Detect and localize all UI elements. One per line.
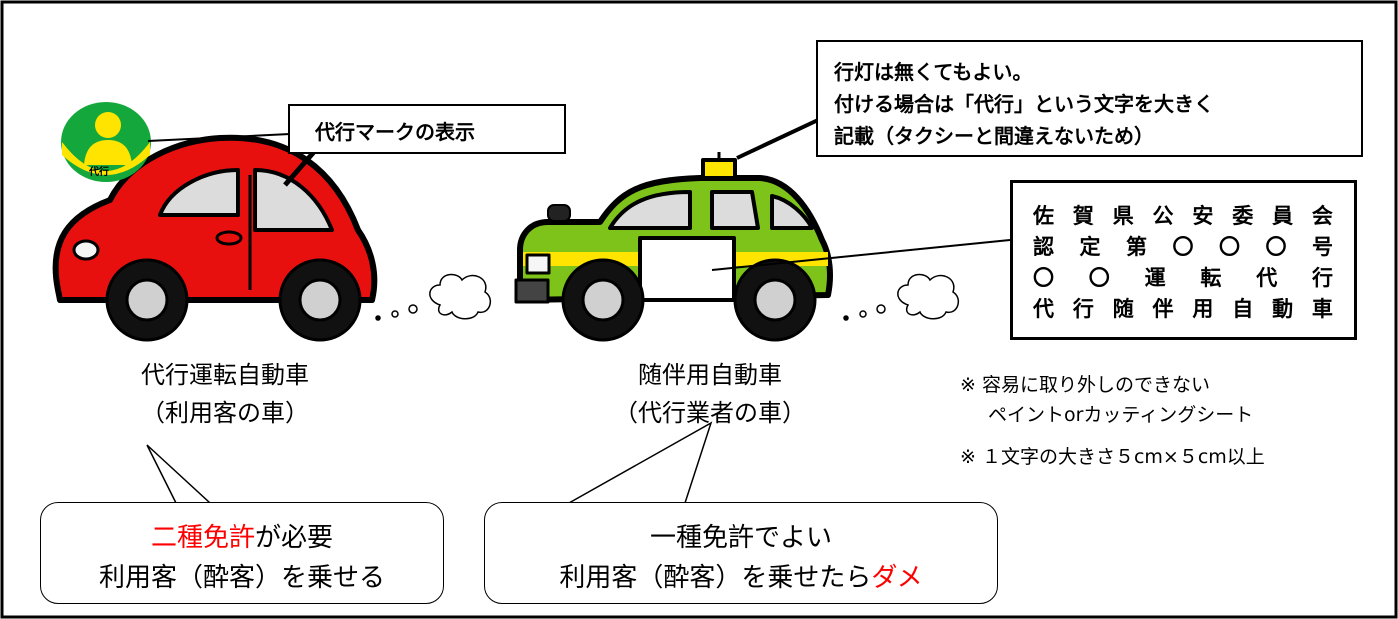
plate-char: 転: [1200, 266, 1222, 290]
note-2: ※ １文字の大きさ５cm×５cm以上: [960, 446, 1265, 468]
plate-char: 随: [1112, 297, 1134, 321]
plate-char: 代: [1033, 297, 1054, 321]
plate-char: 運: [1144, 266, 1166, 290]
bubble-left: 二種免許が必要 利用客（酔客）を乗せる: [40, 502, 444, 604]
mark-callout-box: 代行マークの表示: [288, 104, 566, 154]
bubble-right-tail: [566, 421, 713, 504]
plate-char: 行: [1072, 297, 1094, 321]
green-car: [514, 152, 833, 342]
plate-char: 委: [1232, 204, 1254, 228]
andon-connector: [736, 118, 819, 160]
andon-line-1: 行灯は無くてもよい。: [834, 60, 1033, 84]
bubble-right-plain-text: 利用客（酔客）を乗せたら: [559, 563, 872, 593]
plate-char: 定: [1079, 235, 1101, 259]
exhaust-dots-right: [843, 304, 886, 321]
plate-char: 佐: [1033, 204, 1054, 228]
plate-char: 代: [1256, 266, 1278, 290]
bubble-right-line-1: 一種免許でよい: [649, 523, 832, 553]
note-1-line-1: ※ 容易に取り外しのできない: [960, 374, 1210, 396]
plate-char: 〇: [1033, 266, 1054, 290]
plate-char: 県: [1112, 204, 1134, 228]
exhaust-cloud-right-icon: [897, 273, 960, 320]
plate-char: 〇: [1219, 235, 1240, 259]
plate-row-2: 認 定 第 〇 〇 〇 号: [1033, 232, 1333, 263]
exhaust-cloud-left-icon: [429, 273, 492, 320]
daiko-mark-icon: [61, 102, 151, 182]
andon-line-3: 記載（タクシーと間違えないため）: [834, 124, 1154, 148]
red-car-name: 代行運転自動車: [141, 361, 309, 389]
mark-connector: [147, 133, 291, 142]
bubble-left-red-text: 二種免許: [150, 523, 255, 553]
plate-connector: [711, 239, 1011, 271]
green-car-name: 随伴用自動車: [638, 361, 782, 389]
plate-char: 車: [1311, 297, 1333, 321]
daiko-mark-label: 代行: [89, 167, 109, 178]
plate-text: 佐賀県公安委員会 認定第〇〇〇号 〇〇運転代行 代行随伴用自動車: [1033, 201, 1333, 325]
green-car-sub: （代行業者の車）: [614, 399, 806, 427]
plate-char: 会: [1311, 204, 1333, 228]
plate-char: 安: [1192, 204, 1214, 228]
plate-char: 〇: [1265, 235, 1287, 259]
plate-row-3: 〇 〇 運 転 代 行: [1033, 263, 1333, 294]
bubble-right: 一種免許でよい 利用客（酔客）を乗せたらダメ: [484, 502, 998, 604]
plate-row-4: 代行随伴用自動車: [1033, 294, 1333, 325]
plate-char: 員: [1272, 204, 1294, 228]
plate-char: 行: [1311, 266, 1333, 290]
plate-char: 賀: [1072, 204, 1094, 228]
bubble-left-tail: [146, 444, 212, 504]
red-car: [52, 134, 378, 342]
plate-box: 佐賀県公安委員会 認定第〇〇〇号 〇〇運転代行 代行随伴用自動車: [1010, 180, 1357, 340]
plate-char: 〇: [1172, 235, 1194, 259]
red-car-sub: （利用客の車）: [141, 399, 309, 427]
plate-char: 第: [1126, 235, 1147, 259]
note-1-line-2: ペイントorカッティングシート: [988, 404, 1254, 426]
andon-line-2: 付ける場合は「代行」という文字を大きく: [834, 92, 1214, 116]
plate-char: 認: [1033, 235, 1054, 259]
plate-char: 用: [1192, 297, 1214, 321]
plate-char: 号: [1312, 235, 1333, 259]
plate-char: 公: [1152, 204, 1174, 228]
mark-callout-label: 代行マークの表示: [315, 120, 475, 144]
plate-char: 〇: [1088, 266, 1110, 290]
bubble-left-line-1: 二種免許が必要: [41, 517, 443, 554]
andon-callout-box: 行灯は無くてもよい。 付ける場合は「代行」という文字を大きく 記載（タクシーと間…: [816, 40, 1363, 157]
bubble-left-rest-text: が必要: [255, 523, 334, 553]
exhaust-dots-left: [375, 304, 418, 321]
plate-row-1: 佐賀県公安委員会: [1033, 201, 1333, 232]
plate-char: 伴: [1152, 297, 1174, 321]
bubble-right-line-2: 利用客（酔客）を乗せたらダメ: [485, 557, 997, 594]
bubble-right-red-text: ダメ: [871, 563, 923, 593]
plate-char: 自: [1232, 297, 1254, 321]
bubble-left-line-2: 利用客（酔客）を乗せる: [98, 563, 385, 593]
plate-char: 動: [1272, 297, 1294, 321]
